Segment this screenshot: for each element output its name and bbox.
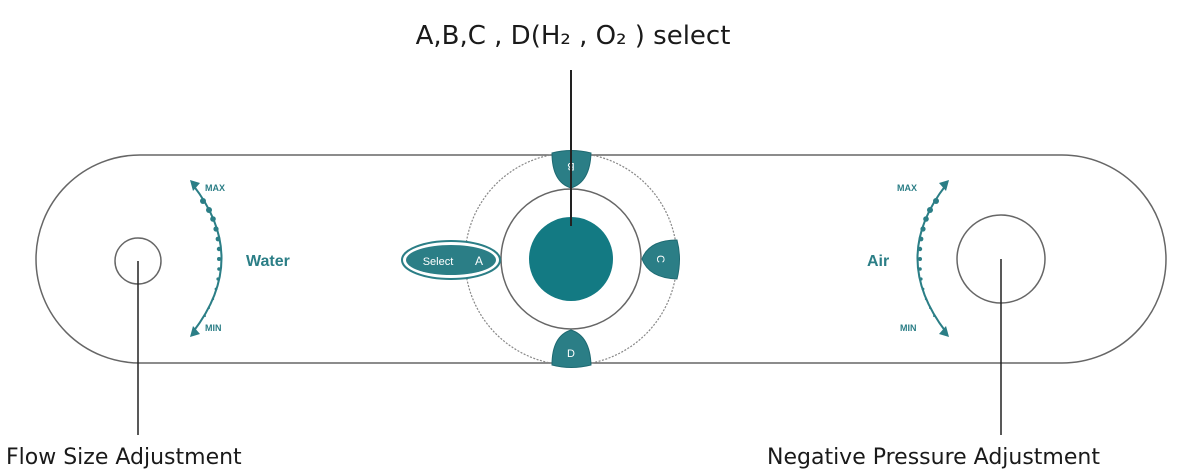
water-scale: MAX MIN	[190, 180, 225, 337]
select-d-label: D	[567, 348, 575, 360]
water-scale-arrow-max	[190, 180, 200, 191]
select-c-label: C	[654, 255, 666, 263]
panel-outline	[35, 154, 1167, 364]
water-scale-max: MAX	[205, 183, 225, 193]
select-c-button[interactable]: C	[641, 239, 680, 280]
water-scale-arrow-min	[190, 326, 200, 337]
air-scale: MAX MIN	[897, 180, 949, 337]
water-scale-min: MIN	[205, 323, 222, 333]
air-label: Air	[867, 253, 889, 270]
selector-center-button[interactable]	[529, 217, 613, 301]
select-d-button[interactable]: D	[551, 329, 592, 368]
select-a-label: A	[475, 254, 483, 268]
selector-dial[interactable]: B D C Select A	[401, 150, 680, 368]
air-scale-dots	[917, 198, 939, 317]
air-scale-arrow-max	[939, 180, 949, 191]
select-a-text: Select	[423, 256, 454, 268]
negative-pressure-callout: Negative Pressure Adjustment	[767, 445, 1100, 470]
select-a-button[interactable]: Select A	[401, 240, 501, 280]
air-scale-arrow-min	[939, 326, 949, 337]
selector-callout: A,B,C , D(H₂ , O₂ ) select	[416, 21, 731, 51]
flow-size-callout: Flow Size Adjustment	[6, 445, 242, 470]
water-label: Water	[246, 253, 290, 270]
water-scale-dots	[200, 198, 222, 317]
air-scale-max: MAX	[897, 183, 917, 193]
air-scale-min: MIN	[900, 323, 917, 333]
